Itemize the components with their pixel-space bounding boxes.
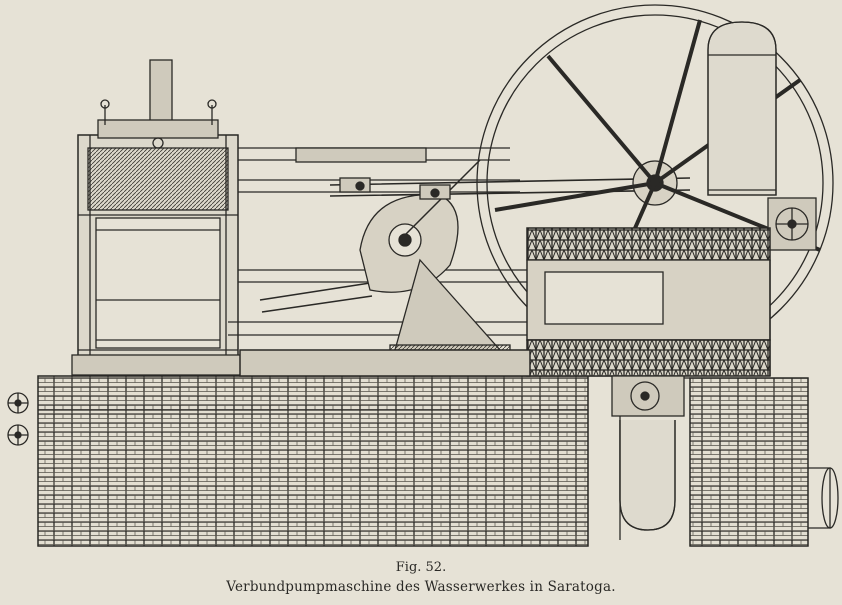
right-valve-icon bbox=[767, 197, 817, 251]
pump-chamber bbox=[526, 227, 771, 377]
base-plate bbox=[239, 349, 531, 377]
connecting-rods bbox=[228, 147, 691, 336]
brick-foundation bbox=[37, 375, 809, 547]
discharge-pipe bbox=[611, 375, 839, 531]
handwheel-lower-icon bbox=[7, 424, 29, 446]
handwheel-upper-icon bbox=[7, 392, 29, 414]
figure-caption: Verbundpumpmaschine des Wasserwerkes in … bbox=[226, 579, 616, 595]
air-vessel bbox=[707, 21, 777, 196]
figure-number: Fig. 52. bbox=[395, 560, 447, 575]
cylinder-block bbox=[71, 59, 245, 376]
